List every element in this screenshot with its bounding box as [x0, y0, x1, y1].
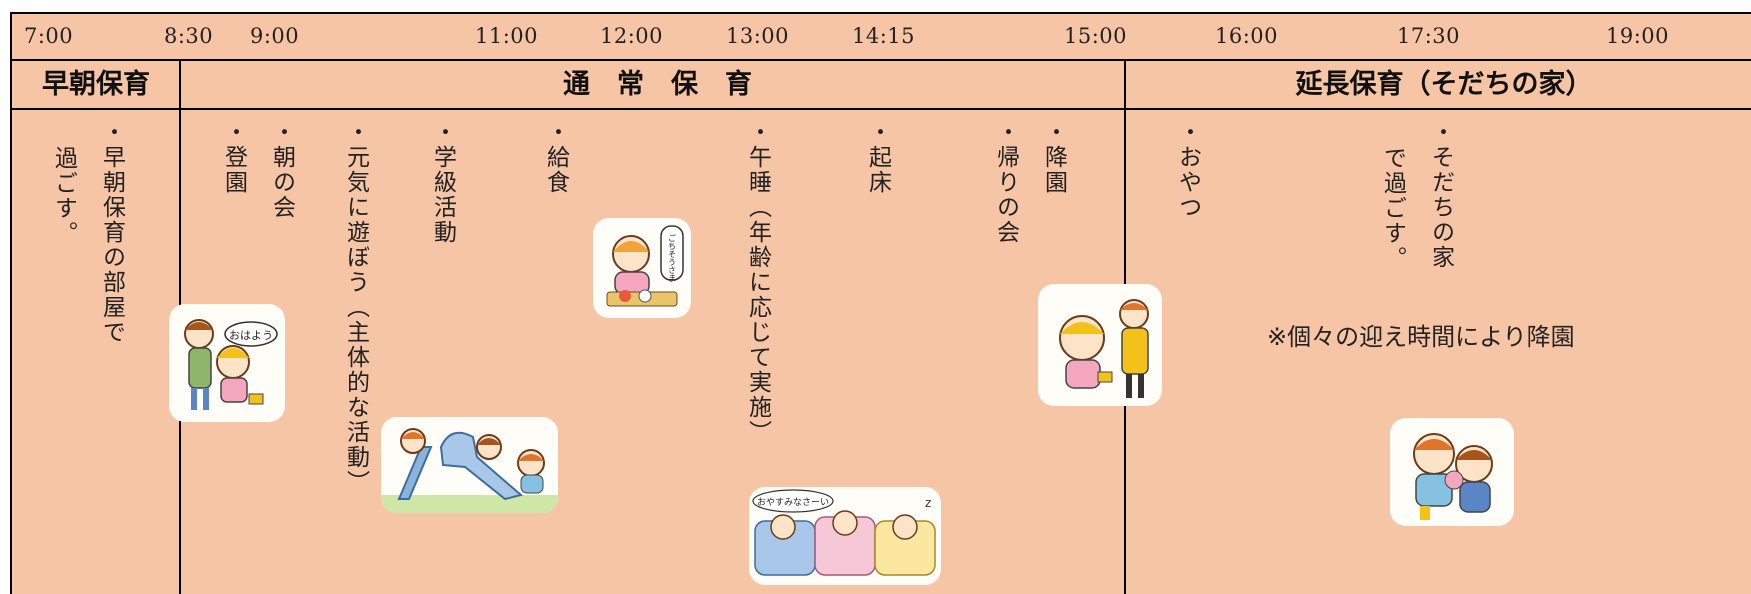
time-label: 11:00 [475, 24, 539, 48]
daily-schedule: 7:00 8:30 9:00 11:00 12:00 13:00 14:15 1… [10, 12, 1751, 594]
time-label: 16:00 [1215, 24, 1279, 48]
time-label: 14:15 [852, 24, 916, 48]
activity-early-room: ・早朝保育の部屋で [98, 120, 125, 345]
time-label: 9:00 [250, 24, 300, 48]
time-label: 7:00 [24, 24, 74, 48]
activity-lunch: ・給食 [542, 120, 569, 195]
time-label: 15:00 [1064, 24, 1128, 48]
activity-sodachi-spend: で過ごす。 [1379, 146, 1406, 271]
time-label: 13:00 [726, 24, 790, 48]
time-header-row: 7:00 8:30 9:00 11:00 12:00 13:00 14:15 1… [12, 14, 1751, 61]
lunch-illustration: ごちそうさま [593, 218, 691, 318]
svg-text:z: z [925, 496, 931, 510]
activity-wake: ・起床 [864, 120, 891, 195]
activity-class: ・学級活動 [429, 120, 456, 245]
activity-departure: ・降園 [1040, 120, 1067, 195]
pickup-note: ※個々の迎え時間により降園 [1267, 323, 1575, 351]
activity-free-play: ・元気に遊ぼう（主体的な活動） [342, 120, 369, 495]
section-header-row: 早朝保育 通 常 保 育 延長保育（そだちの家） [12, 61, 1751, 110]
activity-arrival: ・登園 [220, 120, 247, 195]
time-label: 17:30 [1397, 24, 1461, 48]
time-label: 19:00 [1606, 24, 1670, 48]
activity-morning-meeting: ・朝の会 [268, 120, 295, 220]
lunch-bubble-text: ごちそうさま [668, 233, 677, 282]
greeting-bubble-text: おはよう [229, 329, 273, 342]
section-regular-care: 通 常 保 育 [563, 69, 752, 100]
activity-early-spend: 過ごす。 [50, 146, 77, 246]
caregiver-hug-illustration [1390, 418, 1514, 526]
nap-illustration: おやすみなさーい z [749, 487, 941, 585]
activity-sodachi-house: ・そだちの家 [1427, 120, 1454, 270]
activity-nap: ・午睡（年齢に応じて実施） [744, 120, 771, 445]
activity-snack: ・おやつ [1174, 120, 1201, 220]
nap-bubble-text: おやすみなさーい [757, 497, 829, 508]
section-extended-care: 延長保育（そだちの家） [1295, 69, 1593, 100]
slide-illustration [381, 417, 558, 513]
greeting-illustration: おはよう [169, 304, 285, 422]
activity-goodbye-meeting: ・帰りの会 [992, 120, 1019, 245]
time-label: 12:00 [600, 24, 664, 48]
time-label: 8:30 [164, 24, 214, 48]
section-early-care: 早朝保育 [42, 69, 150, 100]
goodbye-illustration [1038, 284, 1162, 406]
